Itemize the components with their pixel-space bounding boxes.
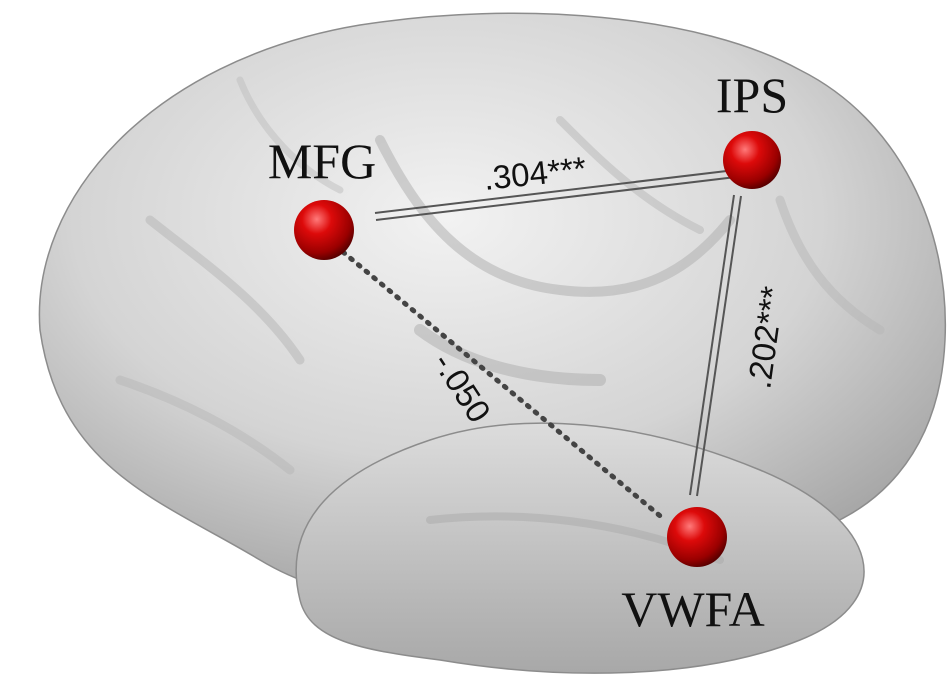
edge-ips-vwfa: [689, 194, 742, 497]
edge-mfg-ips: [374, 169, 737, 221]
node-ips: [723, 131, 781, 189]
node-label-mfg: MFG: [268, 133, 376, 189]
node-label-ips: IPS: [716, 67, 788, 123]
node-vwfa: [667, 507, 727, 567]
brain-surface: [38, 12, 947, 674]
edge-mfg-vwfa: [340, 249, 668, 523]
node-mfg: [294, 200, 354, 260]
node-label-vwfa: VWFA: [621, 581, 765, 637]
